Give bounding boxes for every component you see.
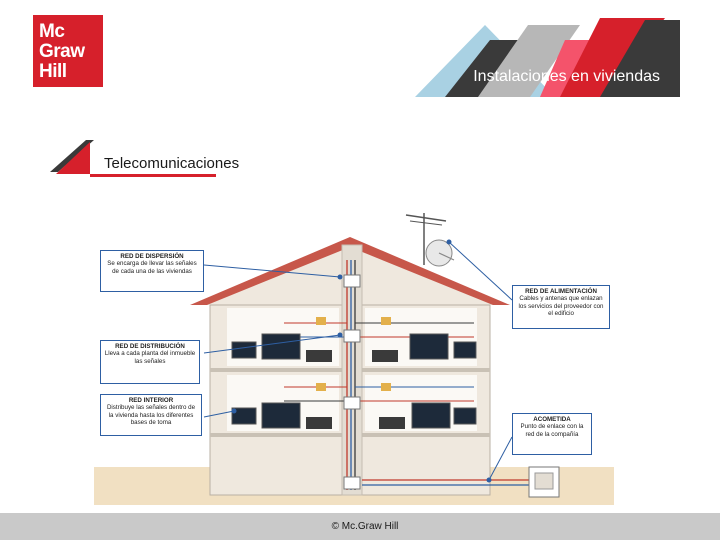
- callout-text: Se encarga de llevar las señales de cada…: [107, 260, 197, 275]
- callout-text: Lleva a cada planta del inmueble las señ…: [104, 350, 196, 365]
- callout-title: RED INTERIOR: [128, 397, 174, 404]
- callout-title: RED DE DISPERSIÓN: [120, 253, 184, 260]
- house-illustration: [94, 213, 614, 505]
- copyright-text: © Mc.Graw Hill: [331, 521, 399, 532]
- callout-text: Cables y antenas que enlazan los servici…: [518, 295, 604, 318]
- logo-line-1: Mc: [39, 21, 65, 42]
- mcgraw-hill-logo: Mc Graw Hill: [33, 15, 103, 87]
- callout-red-distribucion: RED DE DISTRIBUCIÓN Lleva a cada planta …: [100, 340, 200, 384]
- logo-line-3: Hill: [39, 61, 67, 82]
- callout-title: ACOMETIDA: [533, 416, 571, 423]
- header-decoration: [415, 18, 680, 97]
- footer-bar: [0, 513, 720, 540]
- callout-red-dispersion: RED DE DISPERSIÓN Se encarga de llevar l…: [100, 250, 204, 292]
- callout-red-alimentacion: RED DE ALIMENTACIÓN Cables y antenas que…: [512, 285, 610, 329]
- callout-title: RED DE ALIMENTACIÓN: [525, 288, 597, 295]
- callout-red-interior: RED INTERIOR Distribuye las señales dent…: [100, 394, 202, 436]
- logo-line-2: Graw: [39, 41, 85, 62]
- callout-text: Distribuye las señales dentro de la vivi…: [106, 404, 196, 427]
- section-decoration: [50, 140, 216, 177]
- house-telecom-diagram: RED DE DISPERSIÓN Se encarga de llevar l…: [94, 205, 614, 505]
- callout-acometida: ACOMETIDA Punto de enlace con la red de …: [512, 413, 592, 455]
- header-title: Instalaciones en viviendas: [473, 68, 660, 85]
- section-title: Telecomunicaciones: [104, 155, 240, 172]
- callout-title: RED DE DISTRIBUCIÓN: [115, 343, 185, 350]
- callout-text: Punto de enlace con la red de la compañí…: [520, 423, 584, 438]
